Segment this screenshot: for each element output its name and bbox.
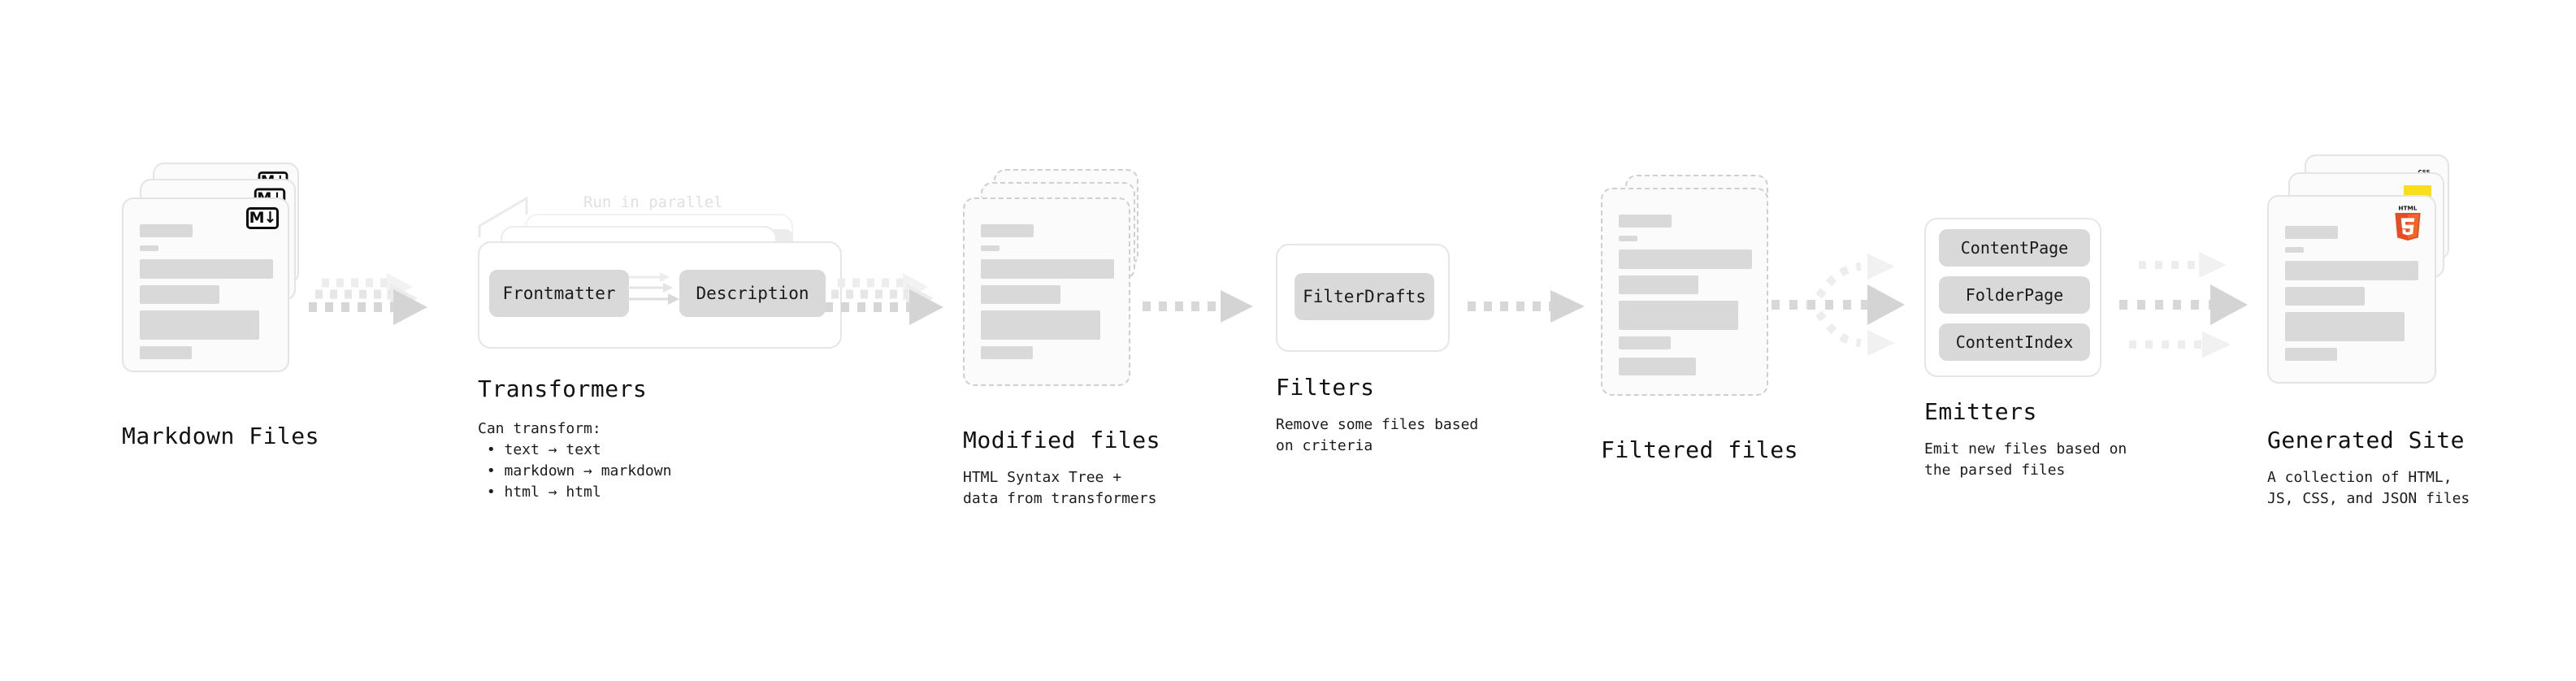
connector-md-to-transformers — [309, 268, 447, 349]
stage-markdown-files: M↓ M↓ M↓ Markdown Files — [122, 163, 319, 449]
connector-emitters-to-site — [2113, 236, 2275, 374]
modified-card-front — [963, 197, 1130, 386]
transformer-pill-description[interactable]: Description — [679, 270, 826, 317]
annotation-run-in-parallel: Run in parallel — [583, 193, 723, 211]
dotted-arrow-parallel-icon — [2119, 252, 2248, 358]
file-skeleton — [124, 199, 288, 371]
inner-arrow-icon — [626, 272, 679, 305]
stage-caption-modified: HTML Syntax Tree + data from transformer… — [963, 469, 1157, 508]
html5-icon: HTML — [2395, 204, 2421, 241]
dotted-arrow-fan-icon — [1772, 254, 1905, 356]
stage-title-transformers: Transformers — [478, 375, 648, 402]
stage-caption-filters: Remove some files based on criteria — [1276, 416, 1479, 455]
markdown-icon: M↓ — [246, 207, 279, 229]
stage-title-markdown: Markdown Files — [122, 423, 320, 449]
stage-title-filtered: Filtered files — [1601, 436, 1799, 463]
dotted-arrow-icon — [1143, 290, 1253, 323]
file-skeleton — [965, 199, 1129, 384]
stage-title-emitters: Emitters — [1924, 398, 2037, 425]
file-skeleton — [1602, 189, 1767, 394]
connector-filtered-to-emitters — [1772, 236, 1934, 374]
site-card-stack: CSS HTML — [2267, 154, 2462, 414]
filter-pill-filterdrafts[interactable]: FilterDrafts — [1295, 273, 1434, 320]
connector-filters-to-filtered — [1463, 288, 1601, 337]
stage-title-modified: Modified files — [963, 427, 1161, 453]
transformer-pill-frontmatter[interactable]: Frontmatter — [489, 270, 629, 317]
stage-title-generated-site: Generated Site — [2267, 427, 2465, 453]
filtered-card-front — [1601, 188, 1768, 396]
connector-transformers-to-modified — [825, 268, 963, 349]
parallel-bracket-icon — [478, 196, 528, 237]
emitter-pill-folderpage[interactable]: FolderPage — [1939, 276, 2090, 314]
filtered-card-stack — [1601, 175, 1788, 435]
dotted-arrow-stack-icon — [825, 273, 943, 325]
site-card-front: HTML — [2267, 195, 2436, 384]
connector-modified-to-filters — [1138, 288, 1268, 337]
svg-text:HTML: HTML — [2398, 204, 2418, 211]
stage-filtered-files: Filtered files — [1601, 175, 1798, 463]
modified-card-stack — [963, 163, 1150, 423]
emitter-pill-contentindex[interactable]: ContentIndex — [1939, 323, 2090, 361]
stage-title-filters: Filters — [1276, 374, 1375, 401]
filters-box: FilterDrafts — [1276, 244, 1450, 352]
dotted-arrow-icon — [1468, 290, 1585, 323]
transformers-box-front: Frontmatter Description — [478, 241, 842, 349]
emitter-pill-contentpage[interactable]: ContentPage — [1939, 229, 2090, 267]
dotted-arrow-stack-icon — [309, 273, 427, 325]
file-skeleton — [2269, 197, 2435, 382]
emitters-box: ContentPage FolderPage ContentIndex — [1924, 218, 2101, 377]
stage-caption-emitters: Emit new files based on the parsed files — [1924, 440, 2127, 479]
stage-modified-files: Modified files HTML Syntax Tree + data f… — [963, 163, 1160, 507]
stage-caption-transformers: Can transform: • text → text • markdown … — [478, 420, 672, 501]
stage-caption-generated-site: A collection of HTML, JS, CSS, and JSON … — [2267, 469, 2470, 508]
stage-generated-site: CSS HTML — [2267, 154, 2470, 507]
markdown-card-front: M↓ — [122, 197, 289, 372]
markdown-card-stack: M↓ M↓ M↓ — [122, 163, 309, 423]
